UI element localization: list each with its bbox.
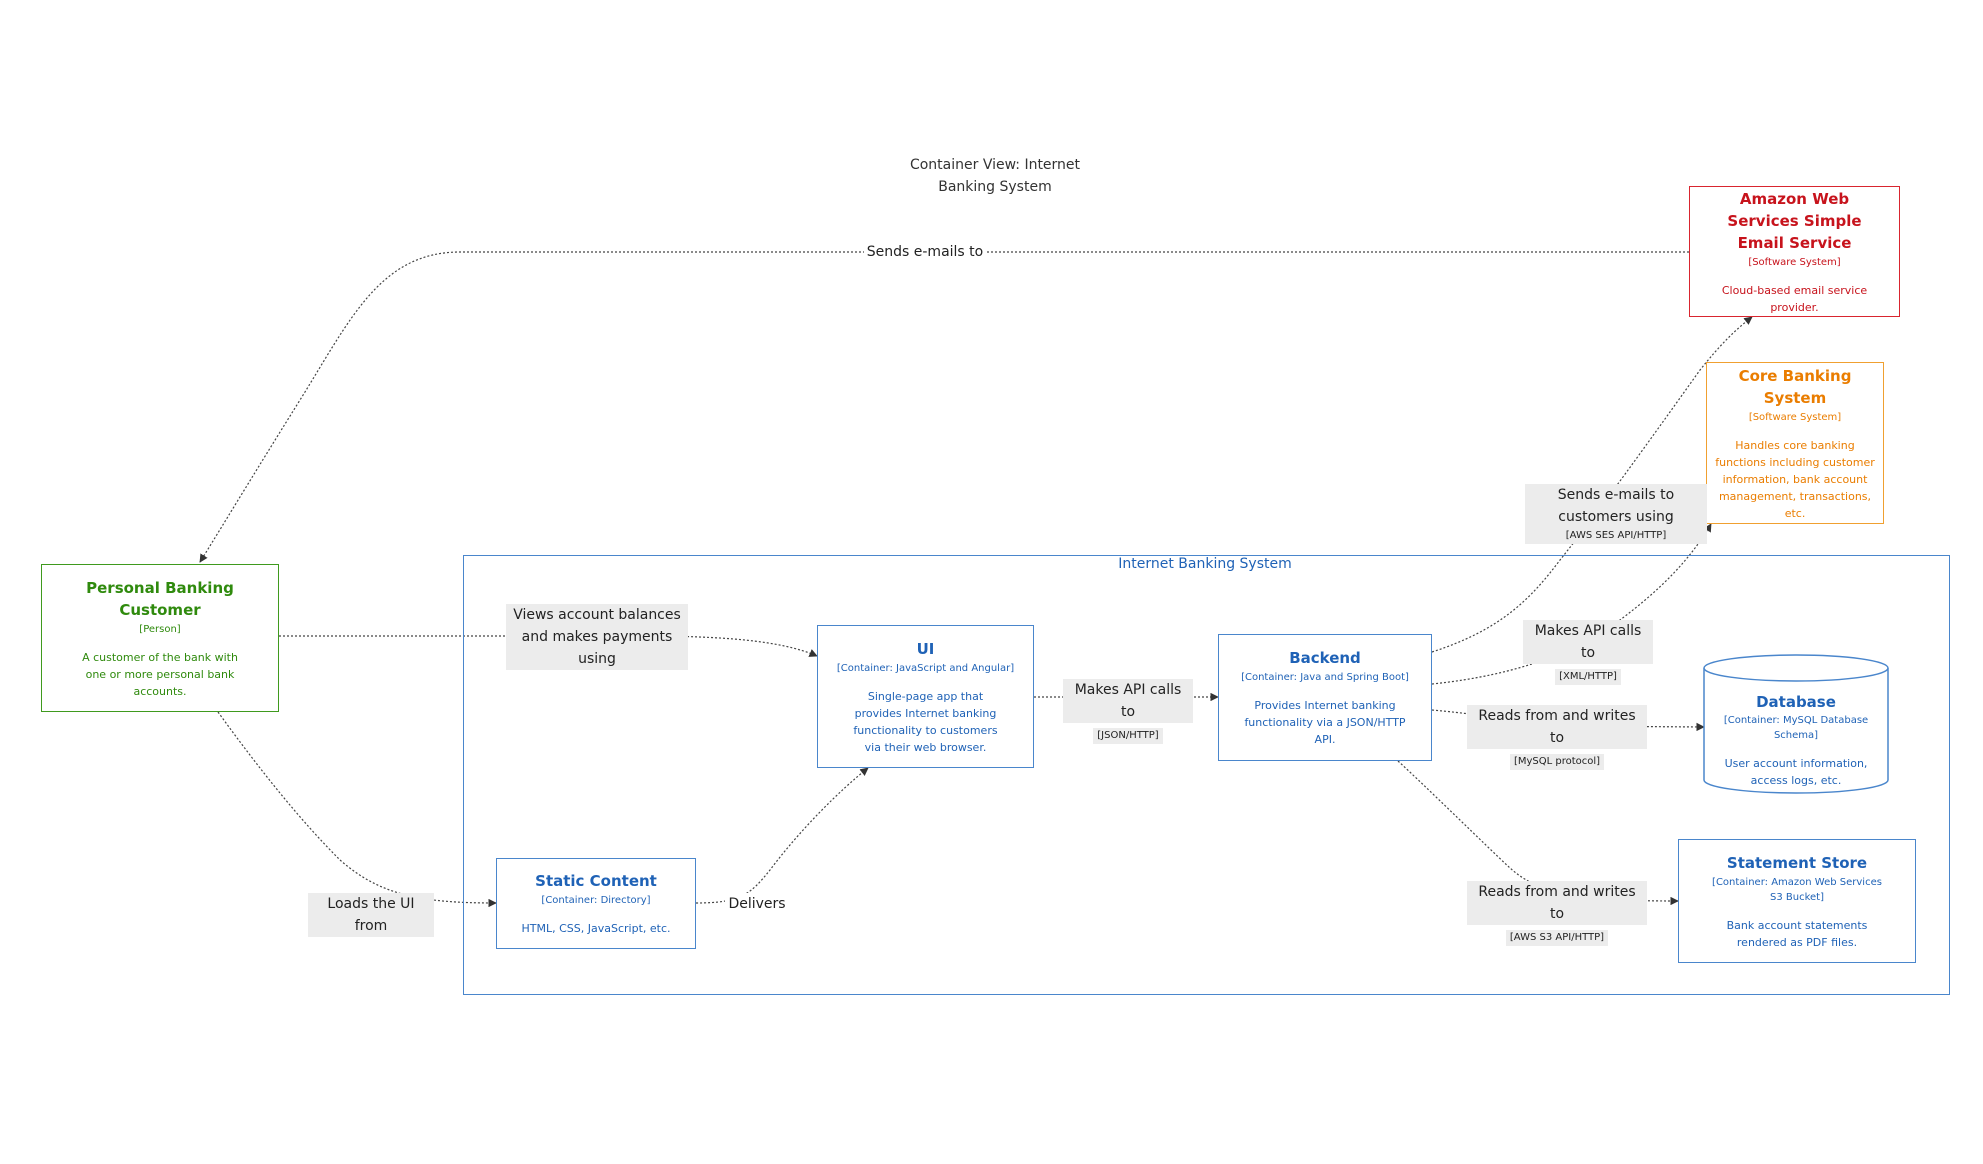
diagram-title: Container View: Internet Banking System — [909, 157, 1081, 195]
edge-sends-emails — [199, 251, 1689, 563]
node-name: Amazon Web Services Simple Email Service — [1727, 189, 1862, 252]
node-type: [Person] — [139, 623, 181, 635]
node-type: [Software System] — [1748, 256, 1841, 268]
node-type: [Container: MySQL Database Schema] — [1723, 714, 1869, 741]
node-ui[interactable]: UI [Container: JavaScript and Angular] S… — [817, 625, 1034, 768]
edge-label-loads: Loads the UI from — [308, 893, 434, 937]
node-core-banking-system[interactable]: Core Banking System [Software System] Ha… — [1706, 362, 1884, 524]
node-name: Database — [1756, 692, 1836, 711]
node-name: UI — [916, 639, 935, 658]
edge-label-api-xml: Makes API calls to [XML/HTTP] — [1523, 620, 1653, 685]
boundary-label: Internet Banking System — [1118, 556, 1292, 572]
edge-label-views: Views account balances and makes payment… — [506, 604, 688, 670]
node-amazon-ses[interactable]: Amazon Web Services Simple Email Service… — [1689, 186, 1900, 317]
edge-rw-db — [1431, 709, 1705, 732]
node-description: Cloud-based email service provider. — [1721, 283, 1868, 314]
node-description: Single-page app that provides Internet b… — [853, 689, 998, 754]
edge-label-rw-s3: Reads from and writes to [AWS S3 API/HTT… — [1467, 881, 1647, 946]
node-description: Handles core banking functions including… — [1715, 438, 1875, 520]
node-description: Bank account statements rendered as PDF … — [1726, 918, 1868, 949]
node-description: HTML, CSS, JavaScript, etc. — [521, 922, 671, 935]
node-name: Static Content — [535, 872, 657, 890]
node-database[interactable]: Database [Container: MySQL Database Sche… — [1704, 668, 1888, 793]
node-name: Core Banking System — [1738, 366, 1852, 407]
internet-banking-boundary — [463, 555, 1950, 995]
edge-label-api-json: Makes API calls to [JSON/HTTP] — [1063, 679, 1193, 744]
node-name: Statement Store — [1726, 853, 1868, 872]
node-type: [Software System] — [1748, 411, 1842, 423]
edge-label-rw-db: Reads from and writes to [MySQL protocol… — [1467, 705, 1647, 770]
node-static-content[interactable]: Static Content [Container: Directory] HT… — [496, 858, 696, 949]
node-type: [Container: Java and Spring Boot] — [1241, 672, 1409, 683]
node-name: Personal Banking Customer — [86, 578, 234, 619]
node-description: Provides Internet banking functionality … — [1244, 699, 1406, 746]
edge-label-delivers: Delivers — [722, 893, 792, 915]
node-description: A customer of the bank with one or more … — [82, 650, 238, 698]
edge-label-sends-emails: Sends e-mails to — [860, 241, 990, 263]
node-type: [Container: JavaScript and Angular] — [836, 662, 1015, 674]
node-personal-banking-customer[interactable]: Personal Banking Customer [Person] A cus… — [41, 564, 279, 712]
node-name: Backend — [1289, 649, 1361, 667]
edge-loads — [217, 711, 497, 908]
edge-label-send-customers: Sends e-mails to customers using [AWS SE… — [1525, 484, 1707, 544]
node-type: [Container: Amazon Web Services S3 Bucke… — [1712, 876, 1882, 903]
database-cylinder — [1703, 654, 1889, 794]
node-backend[interactable]: Backend [Container: Java and Spring Boot… — [1218, 634, 1432, 761]
node-description: User account information, access logs, e… — [1724, 756, 1868, 787]
node-type: [Container: Directory] — [541, 895, 651, 906]
edge-delivers — [695, 767, 869, 904]
node-statement-store[interactable]: Statement Store [Container: Amazon Web S… — [1678, 839, 1916, 963]
